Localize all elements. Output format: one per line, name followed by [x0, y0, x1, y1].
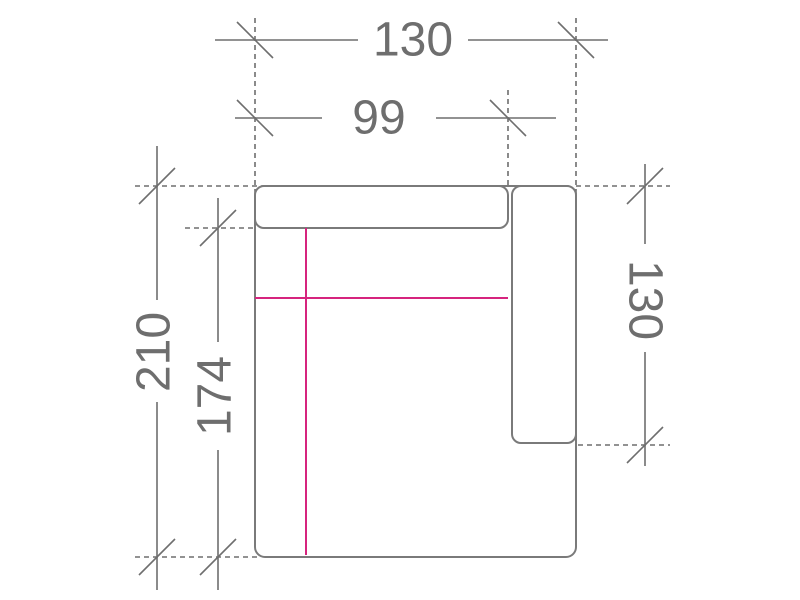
- tick: [138, 167, 176, 205]
- dimension-overall-width: 130: [215, 14, 608, 67]
- backrest-cushion: [254, 185, 509, 229]
- armrest-cushion: [511, 185, 577, 444]
- overall-width-label: 130: [373, 14, 453, 67]
- tick: [199, 538, 237, 576]
- seat-markers: [255, 228, 508, 555]
- tick: [199, 209, 237, 247]
- sofa-outline: [254, 185, 577, 558]
- dimension-armrest-length: 130: [618, 164, 671, 466]
- dimension-seat-width: 99: [235, 92, 556, 145]
- overall-depth-label: 210: [128, 312, 181, 392]
- seat-depth-label: 174: [189, 356, 242, 436]
- armrest-length-label: 130: [618, 260, 671, 340]
- tick: [236, 21, 274, 59]
- tick: [626, 167, 664, 205]
- dimension-overall-depth: 210: [128, 146, 181, 590]
- tick: [489, 99, 527, 137]
- tick: [236, 99, 274, 137]
- dimension-seat-depth: 174: [189, 198, 242, 590]
- seat-width-label: 99: [352, 92, 405, 145]
- tick: [138, 538, 176, 576]
- tick: [557, 21, 595, 59]
- tick: [626, 426, 664, 464]
